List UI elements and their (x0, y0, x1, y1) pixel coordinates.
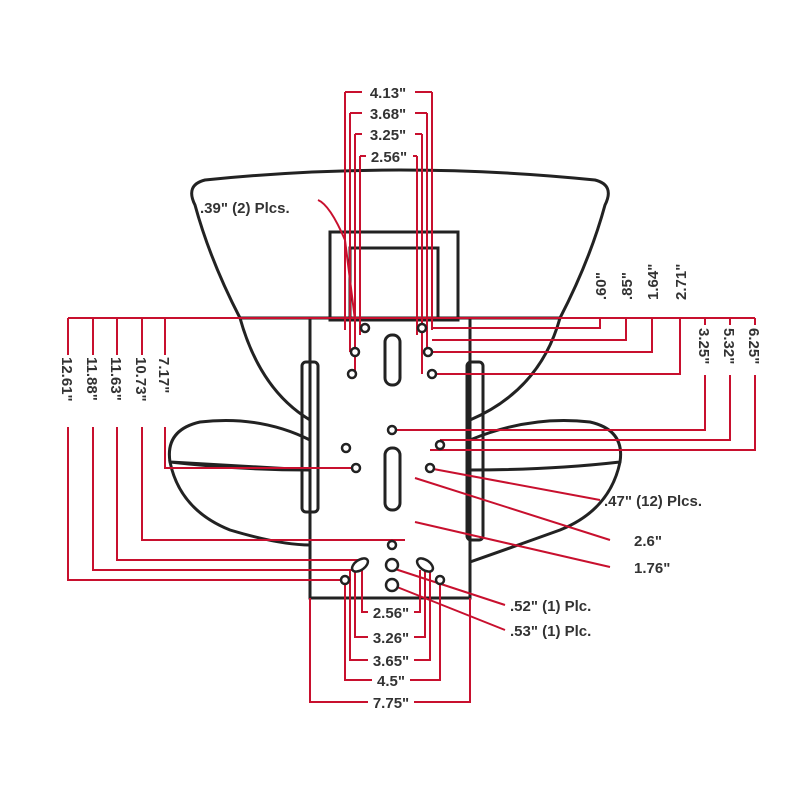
dim-left-11-88: 11.88" (83, 357, 100, 401)
dim-right-5-32: 5.32" (720, 328, 737, 364)
dim-right-2-71: 2.71" (673, 264, 690, 300)
mount-plate (308, 316, 472, 600)
dim-bottom-2-56: 2.56" (373, 605, 409, 622)
callout-holes: .47" (12) Plcs. (604, 493, 702, 510)
center-slot-upper (383, 333, 402, 387)
left-rail-slot (300, 360, 320, 514)
right-wing (469, 419, 623, 564)
callout-hole-53: .53" (1) Plc. (510, 623, 591, 640)
bottom-labels: 2.56" 3.26" 3.65" 4.5" 7.75" (373, 605, 409, 712)
callout-hole-52: .52" (1) Plc. (510, 598, 591, 615)
handle-inner (348, 246, 440, 322)
dim-right-60: .60" (593, 272, 610, 300)
backrest-lower (238, 317, 562, 422)
dim-top-4-13: 4.13" (370, 85, 406, 102)
dim-top-3-25: 3.25" (370, 127, 406, 144)
mounting-holes (339, 322, 446, 593)
dim-bottom-3-26: 3.26" (373, 630, 409, 647)
dim-left-12-61: 12.61" (58, 357, 75, 402)
dim-bottom-7-75: 7.75" (373, 695, 409, 712)
top-dimension-labels: 4.13" 3.68" 3.25" 2.56" (362, 84, 415, 166)
callouts: .39" (2) Plcs. .47" (12) Plcs. 2.6" 1.76… (200, 200, 702, 640)
dim-right-1-64: 1.64" (645, 264, 662, 300)
dim-bottom-3-65: 3.65" (373, 653, 409, 670)
dim-right-3-25: 3.25" (695, 328, 712, 364)
dim-left-10-73: 10.73" (132, 357, 149, 402)
dim-left-11-63: 11.63" (107, 357, 124, 401)
left-labels: 12.61" 11.88" 11.63" 10.73" 7.17" (58, 355, 174, 427)
dim-top-2-56: 2.56" (371, 149, 407, 166)
right-upper-labels: .60" .85" 1.64" 2.71" (593, 264, 690, 300)
dim-left-7-17: 7.17" (155, 357, 172, 393)
right-lower-labels: 3.25" 5.32" 6.25" (695, 325, 765, 375)
center-slot-lower (383, 446, 402, 512)
dim-right-6-25: 6.25" (745, 328, 762, 364)
dim-bottom-4-5: 4.5" (377, 673, 405, 690)
callout-1-76: 1.76" (634, 560, 670, 577)
left-wing (167, 419, 311, 547)
callout-slot-width: .39" (2) Plcs. (200, 200, 290, 217)
callout-2-6: 2.6" (634, 533, 662, 550)
dim-top-3-68: 3.68" (370, 106, 406, 123)
backrest-outline (190, 168, 610, 320)
dim-right-85: .85" (619, 272, 636, 300)
